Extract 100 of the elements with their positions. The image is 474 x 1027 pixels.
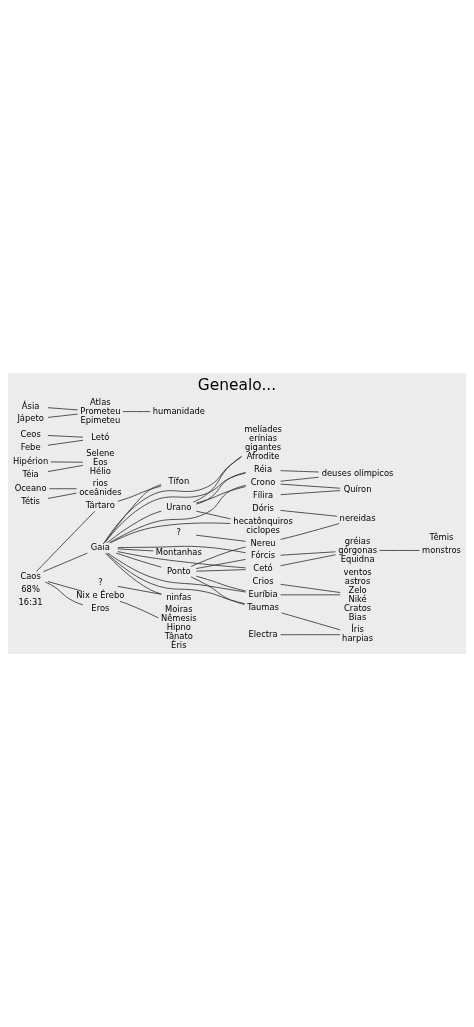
node-text: Letó [91, 432, 110, 443]
label: 68% [21, 583, 40, 594]
node-text: melíades erínias gigantes Afrodite [244, 424, 282, 462]
label: 16:31 [18, 596, 43, 607]
node-text: Febe [20, 441, 41, 452]
node-text: Ceos [20, 428, 41, 439]
connector [190, 546, 246, 567]
node-text: Moiras Nêmesis Hipno Tânato Éris [160, 604, 197, 651]
node-text: deuses olímpicos [321, 467, 394, 478]
connector [47, 581, 82, 592]
node-text: Tífon [168, 475, 190, 486]
node-text: Electra [248, 628, 278, 639]
node-text: Oceano [14, 482, 47, 493]
connector [43, 552, 88, 573]
node-text: humanidade [152, 405, 205, 416]
connector [44, 581, 84, 606]
node-text: Taumas [247, 601, 279, 612]
node-text: Tártaro [85, 500, 115, 511]
connector [47, 413, 79, 418]
node-text: Urano [166, 501, 192, 512]
node-text: Dóris [252, 502, 274, 513]
connector [280, 470, 319, 473]
node-text: Eros [91, 603, 110, 614]
node-text: Tétis [21, 495, 40, 506]
connector [104, 484, 162, 544]
node-text: Atlas Prometeu Epimeteu [80, 396, 121, 425]
connector [379, 550, 420, 551]
node-text: gréias górgonas Equidna [338, 535, 377, 564]
connector [110, 522, 231, 544]
node-text: ? [98, 577, 103, 588]
connector [105, 552, 162, 595]
connector [117, 548, 154, 552]
node-text: Fílira [252, 490, 274, 500]
connector [195, 569, 247, 572]
node-text: Gaia [90, 542, 110, 553]
connector [109, 484, 247, 544]
node-text: nereidas [339, 512, 376, 523]
connector [47, 492, 77, 499]
connector [280, 594, 341, 596]
connector [195, 510, 231, 520]
node-text: Fórcis [250, 550, 276, 561]
connector [280, 634, 341, 636]
node-text: Selene Eos Hélio [86, 447, 115, 476]
connector [47, 439, 84, 446]
connector [103, 456, 242, 544]
node-text: Jápeto [17, 413, 44, 424]
connector [50, 461, 84, 463]
connector [106, 510, 162, 544]
node-text: Réia [254, 464, 273, 475]
node-text: Cetó [253, 563, 273, 574]
node-text: Quíron [343, 483, 372, 494]
connector [192, 455, 242, 503]
node-text: Ásia [21, 400, 40, 411]
connector [280, 583, 341, 593]
connector [281, 612, 341, 631]
connector [47, 464, 84, 473]
connector [280, 483, 341, 489]
node-text: Íris harpias [342, 624, 374, 644]
connector [280, 510, 338, 517]
node-text: Nix e Érebo [76, 590, 125, 601]
connector [280, 523, 340, 540]
connector [106, 552, 246, 605]
node-text: Crono [250, 477, 276, 488]
connector [115, 552, 162, 568]
connector [49, 488, 77, 490]
connector [195, 486, 246, 504]
connector [280, 476, 319, 482]
connector [47, 435, 84, 438]
connector [117, 545, 247, 554]
node-text: Crios [252, 576, 274, 587]
node-text: hecatônquiros ciclopes [233, 515, 293, 535]
connector [280, 554, 336, 567]
connector [117, 485, 162, 502]
node-text: Montanhas [155, 546, 202, 557]
connector [190, 576, 245, 605]
node-text: monstros [422, 544, 461, 555]
diagram-title: Genealo... [197, 376, 277, 395]
node-text: Ponto [167, 565, 191, 576]
connector [195, 575, 247, 592]
node-text: Têmis [429, 531, 454, 542]
connector [195, 558, 247, 569]
node-text: Téia [22, 468, 39, 479]
node-text: Hipérion [13, 455, 49, 466]
connector [117, 551, 247, 569]
connector [195, 472, 247, 505]
connector [117, 585, 162, 595]
connector [107, 552, 246, 593]
connector [280, 490, 341, 496]
connector [195, 534, 247, 542]
node-text: Nereu [250, 537, 276, 548]
node-text: Euríbia [248, 589, 278, 600]
connector [35, 510, 96, 572]
connector [47, 407, 79, 411]
node-text: ninfas [166, 591, 192, 602]
connector [119, 600, 159, 619]
node-text: ? [176, 527, 182, 538]
node-text: rios oceânides [79, 478, 122, 498]
node-text: Caos [20, 571, 41, 582]
connector [280, 551, 336, 556]
connector [122, 411, 151, 412]
